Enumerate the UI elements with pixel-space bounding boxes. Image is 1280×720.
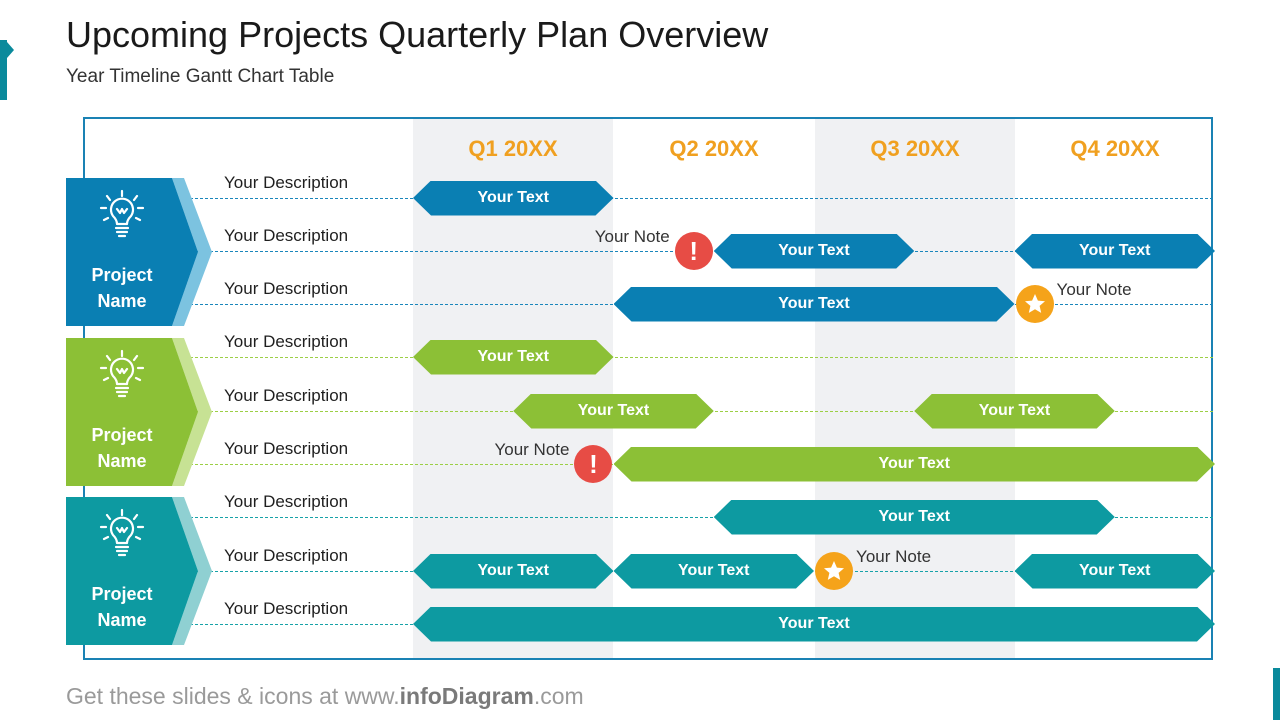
lightbulb-icon — [96, 188, 150, 238]
row-description: Your Description — [224, 279, 349, 298]
gantt-bar: Your Text — [413, 607, 1215, 642]
footer-prefix: Get these slides & icons at www. — [66, 683, 400, 709]
quarter-header-q3: Q3 20XX — [870, 136, 960, 161]
page-title: Upcoming Projects Quarterly Plan Overvie… — [66, 14, 769, 55]
left-edge-accent — [0, 40, 7, 100]
row-description: Your Description — [224, 546, 349, 565]
row-description: Your Description — [224, 492, 349, 511]
row-description: Your Description — [224, 226, 349, 245]
gantt-bar: Your Text — [614, 447, 1216, 482]
gantt-bar: Your Text — [914, 394, 1115, 429]
row-description: Your Description — [224, 173, 349, 192]
gantt-bar: Your Text — [714, 234, 915, 269]
row-description: Your Description — [224, 332, 349, 351]
row-description: Your Description — [224, 599, 349, 618]
project-name-label: Project Name — [91, 425, 153, 471]
lightbulb-icon — [96, 507, 150, 557]
star-icon — [815, 552, 854, 590]
gantt-bar: Your Text — [413, 554, 614, 589]
star-icon — [1015, 285, 1054, 323]
project-group-3: Project Name — [66, 497, 212, 645]
quarter-header-q2: Q2 20XX — [669, 136, 759, 161]
marker-note: Your Note — [856, 547, 932, 566]
alert-icon: ! — [574, 445, 613, 483]
footer-credit: Get these slides & icons at www.infoDiag… — [66, 683, 584, 710]
marker-note: Your Note — [1056, 280, 1132, 299]
row-guide-line — [180, 198, 1213, 199]
left-edge-arrow — [7, 42, 14, 58]
project-name-label: Project Name — [91, 584, 153, 630]
corner-accent — [1273, 668, 1280, 720]
project-group-2: Project Name — [66, 338, 212, 486]
quarter-header-q1: Q1 20XX — [468, 136, 558, 161]
quarter-header-q4: Q4 20XX — [1070, 136, 1160, 161]
gantt-bar: Your Text — [614, 554, 815, 589]
row-guide-line — [180, 517, 1213, 518]
lightbulb-icon — [96, 348, 150, 398]
project-name-label: Project Name — [91, 265, 153, 311]
gantt-bar: Your Text — [413, 340, 614, 375]
footer-brand: infoDiagram — [399, 683, 534, 709]
alert-icon: ! — [674, 232, 713, 270]
footer-suffix: .com — [533, 683, 584, 709]
gantt-bar: Your Text — [413, 181, 614, 216]
marker-note: Your Note — [594, 227, 670, 246]
gantt-bar: Your Text — [1015, 234, 1216, 269]
gantt-bar: Your Text — [513, 394, 714, 429]
row-guide-line — [180, 357, 1213, 358]
gantt-bar: Your Text — [1015, 554, 1216, 589]
marker-note: Your Note — [494, 440, 570, 459]
row-description: Your Description — [224, 439, 349, 458]
gantt-bar: Your Text — [714, 500, 1115, 535]
gantt-bar: Your Text — [614, 287, 1015, 322]
project-group-1: Project Name — [66, 178, 212, 326]
row-description: Your Description — [224, 386, 349, 405]
page-subtitle: Year Timeline Gantt Chart Table — [66, 66, 335, 87]
